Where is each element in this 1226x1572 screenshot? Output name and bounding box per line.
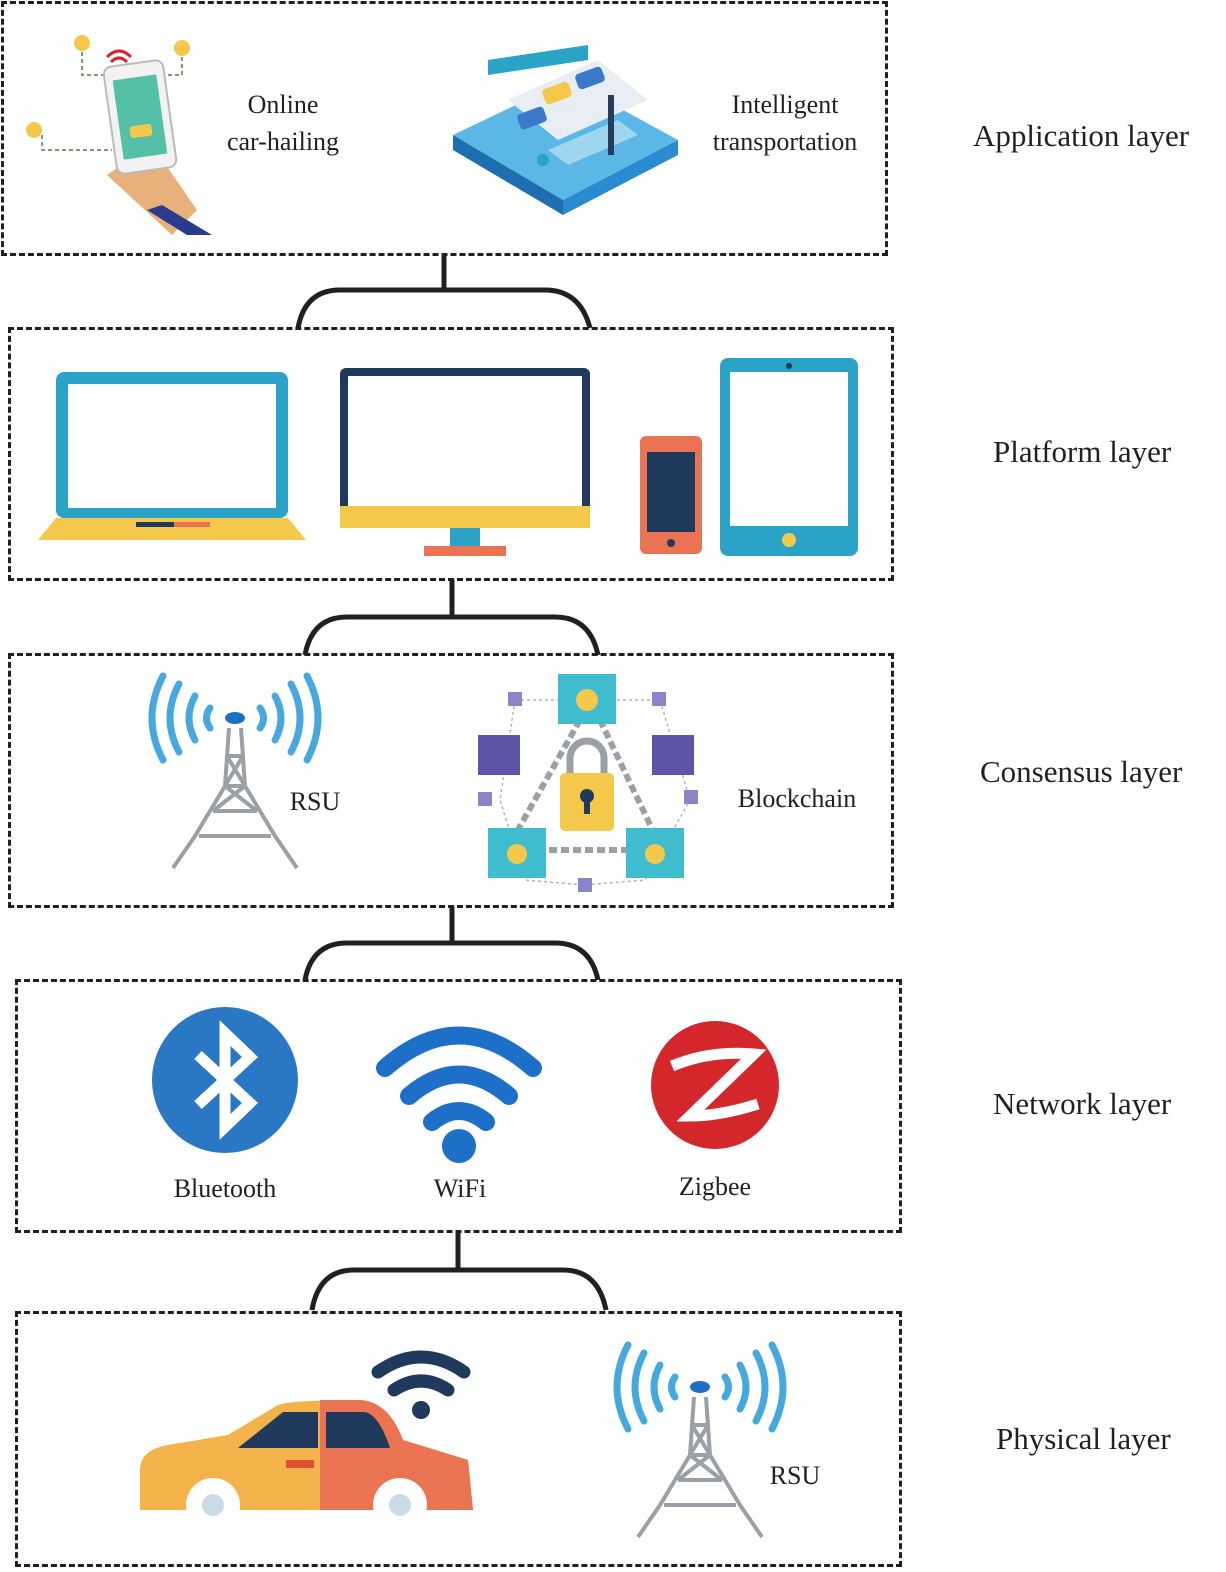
- online-car-hailing-line-2: car-hailing: [226, 127, 340, 156]
- intelligent-transport-icon: [453, 45, 678, 215]
- bluetooth-label: Bluetooth: [173, 1174, 277, 1203]
- network-layer-title: Network layer: [993, 1086, 1172, 1121]
- zigbee-icon: [651, 1021, 779, 1149]
- application-layer-title: Application layer: [973, 118, 1190, 153]
- wifi-icon: [376, 1026, 542, 1163]
- consensus-rsu-label: RSU: [289, 787, 341, 816]
- consensus-layer-title: Consensus layer: [980, 754, 1183, 789]
- online-car-hailing-label: Online car-hailing: [212, 86, 354, 160]
- connected-car-icon: [140, 1350, 473, 1532]
- smartphone-icon: [640, 436, 702, 554]
- network-layer-box: [15, 979, 902, 1233]
- rsu-tower-icon: [148, 672, 322, 870]
- online-car-hailing-line-1: Online: [247, 90, 319, 119]
- intelligent-transportation-label: Intelligent transportation: [690, 86, 880, 160]
- blockchain-label: Blockchain: [737, 784, 857, 813]
- application-layer-box: [1, 1, 888, 256]
- bluetooth-icon: [152, 1007, 298, 1153]
- connector-platform-consensus: [302, 580, 601, 656]
- rsu-tower-icon: [613, 1341, 787, 1539]
- connector-network-physical: [309, 1233, 609, 1311]
- monitor-icon: [340, 368, 590, 556]
- connector-application-platform: [295, 255, 593, 329]
- intelligent-transportation-line-2: transportation: [712, 127, 858, 156]
- consensus-layer-box: [8, 653, 894, 908]
- physical-layer-box: [15, 1311, 902, 1567]
- tablet-icon: [720, 358, 858, 556]
- phone-hailing-icon: [26, 35, 212, 235]
- zigbee-label: Zigbee: [678, 1172, 752, 1201]
- platform-layer-box: [8, 327, 894, 581]
- platform-layer-title: Platform layer: [993, 434, 1172, 469]
- intelligent-transportation-line-1: Intelligent: [731, 90, 839, 119]
- physical-rsu-label: RSU: [769, 1461, 821, 1490]
- blockchain-icon: [478, 674, 698, 892]
- laptop-icon: [38, 372, 306, 540]
- wifi-label: WiFi: [433, 1174, 487, 1203]
- physical-layer-title: Physical layer: [996, 1421, 1171, 1456]
- connector-consensus-network: [302, 907, 601, 981]
